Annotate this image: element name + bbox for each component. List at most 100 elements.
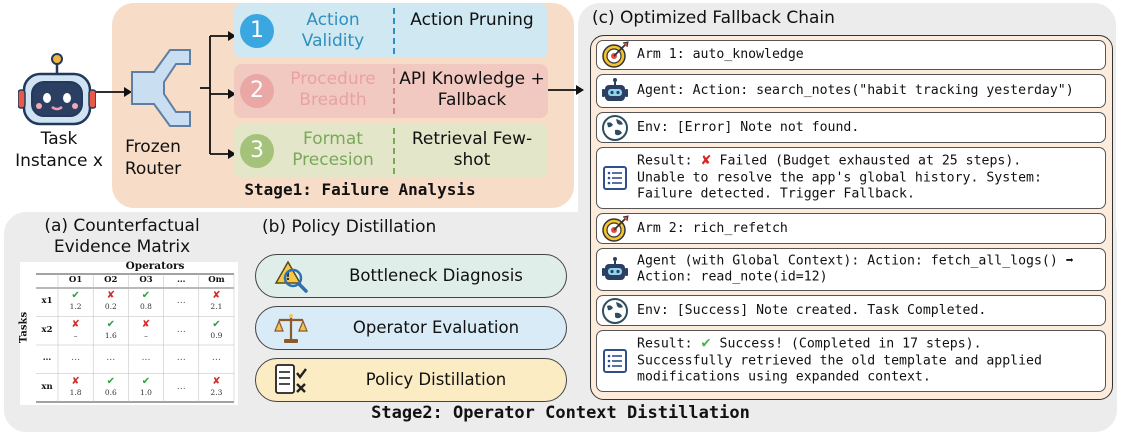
row-divider-1: [393, 8, 395, 54]
arrow-to-router: [96, 87, 132, 97]
cross-icon: ✘: [212, 375, 221, 387]
frozen-router-label: Frozen Router: [124, 137, 182, 179]
router-branch-arrows: [200, 31, 236, 159]
row-result-api-knowledge: API Knowledge + Fallback: [399, 69, 545, 110]
row-divider-2: [393, 68, 395, 114]
result-text: Failed (Budget exhausted at 25 steps). U…: [637, 153, 1042, 202]
step-result-failed: Result: ✘ Failed (Budget exhausted at 25…: [596, 147, 1106, 209]
matrix-cell-mark: …: [176, 381, 186, 392]
cross-icon: ✘: [212, 290, 221, 301]
robot-icon: [601, 256, 629, 284]
result-prefix: Result:: [637, 336, 701, 352]
matrix-row-header: x2: [41, 324, 53, 335]
pill-operator-evaluation: Operator Evaluation: [255, 306, 567, 350]
checklist-icon: [275, 364, 307, 394]
warning-magnifier-icon: !: [274, 260, 308, 293]
result-text: Success! (Completed in 17 steps). Succes…: [637, 336, 1042, 385]
matrix-cell-mark: …: [106, 353, 116, 364]
robot-icon: [601, 77, 629, 105]
step-text: Env: [Error] Note not found.: [637, 119, 860, 135]
document-icon: [601, 164, 629, 192]
step-arm-2: Arm 2: rich_refetch: [596, 213, 1106, 244]
row-result-action-pruning: Action Pruning: [410, 10, 534, 30]
fail-x-icon: ✘: [700, 153, 712, 169]
step-agent-action-2: Agent (with Global Context): Action: fet…: [596, 248, 1106, 291]
matrix-cell-value: 1.6: [104, 330, 117, 340]
step-text: Arm 2: rich_refetch: [637, 220, 788, 236]
matrix-cell-value: 1.0: [140, 387, 152, 397]
matrix-cell-mark: …: [176, 353, 186, 364]
matrix-cell-mark: …: [141, 353, 151, 364]
pill-label-bottleneck: Bottleneck Diagnosis: [349, 266, 523, 285]
row-action-validity: [234, 4, 548, 58]
cross-icon: ✘: [106, 290, 115, 301]
matrix-row-header: x1: [41, 296, 53, 307]
matrix-row-header: …: [42, 353, 52, 364]
row-divider-3: [393, 128, 395, 174]
panel-b-caption: (b) Policy Distillation: [262, 217, 437, 237]
matrix-cell-value: 0.9: [210, 330, 223, 340]
pill-label-operator-evaluation: Operator Evaluation: [352, 318, 520, 337]
target-arrow-icon: [601, 214, 629, 243]
balance-scale-icon: [274, 314, 308, 343]
matrix-cell-value: 2.3: [210, 387, 223, 397]
step-arm-1: Arm 1: auto_knowledge: [596, 40, 1106, 70]
pill-bottleneck-diagnosis: ! Bottleneck Diagnosis: [255, 254, 567, 298]
matrix-cell-mark: …: [211, 353, 221, 364]
row-result-retrieval: Retrieval Few-shot: [411, 129, 533, 170]
check-icon: ✔: [71, 290, 80, 301]
stage1-title: Stage1: Failure Analysis: [244, 180, 476, 199]
globe-icon: [601, 114, 629, 142]
success-check-icon: ✔: [700, 336, 712, 352]
matrix-column-header: O2: [104, 275, 118, 285]
globe-icon: [601, 297, 629, 325]
matrix-cell-value: 1.8: [69, 387, 82, 397]
matrix-grid: [36, 273, 235, 403]
matrix-cell-mark: …: [176, 296, 186, 307]
task-instance-label: Task Instance x: [15, 129, 103, 171]
step-env-error: Env: [Error] Note not found.: [596, 112, 1106, 143]
matrix-cell-value: –: [144, 330, 148, 340]
matrix-cell-value: 0.8: [140, 302, 152, 311]
step-text: Env: [Success] Note created. Task Comple…: [637, 302, 987, 318]
target-arrow-icon: [601, 41, 629, 69]
stage2-title: Stage2: Operator Context Distillation: [371, 403, 750, 423]
row-format-precision: [234, 124, 548, 178]
robot-mascot-icon: [18, 53, 96, 126]
row-label-format-precision: Format Precesion: [292, 129, 374, 170]
row-label-action-validity: Action Validity: [301, 10, 365, 51]
row-procedure-breadth: [234, 64, 548, 118]
document-icon: [601, 347, 629, 375]
matrix-cell-mark: …: [71, 353, 81, 364]
matrix-cell-value: 2.1: [210, 302, 223, 311]
cross-icon: ✘: [141, 318, 151, 330]
pill-label-policy-distillation: Policy Distillation: [365, 370, 507, 389]
step-text: Agent (with Global Context): Action: fet…: [637, 253, 1074, 285]
step-text: Agent: Action: search_notes("habit track…: [637, 82, 1074, 98]
check-icon: ✔: [106, 375, 115, 387]
matrix-cell-mark: …: [176, 324, 186, 335]
svg-text:!: !: [285, 269, 290, 283]
panel-a-caption: (a) Counterfactual Evidence Matrix: [44, 216, 200, 257]
check-icon: ✔: [141, 290, 151, 301]
step-agent-action-1: Agent: Action: search_notes("habit track…: [596, 74, 1106, 108]
matrix-title: Operators: [125, 260, 185, 272]
step-number-1: 1: [240, 14, 274, 48]
step-text: Result: ✔ Success! (Completed in 17 step…: [637, 336, 1099, 386]
matrix-column-header: O3: [139, 275, 153, 285]
router-icon: [131, 49, 191, 127]
matrix-column-header: O1: [68, 275, 83, 285]
step-number-2: 2: [240, 74, 274, 108]
step-result-success: Result: ✔ Success! (Completed in 17 step…: [596, 330, 1106, 392]
matrix-column-header: …: [176, 275, 186, 285]
arrow-to-fallback-chain: [548, 85, 584, 95]
row-label-procedure-breadth: Procedure Breadth: [290, 69, 376, 110]
step-text: Arm 1: auto_knowledge: [637, 46, 804, 62]
step-env-success: Env: [Success] Note created. Task Comple…: [596, 295, 1106, 326]
matrix-column-header: Om: [208, 275, 225, 285]
cross-icon: ✘: [71, 318, 80, 330]
matrix-cell-value: 0.6: [104, 387, 117, 397]
matrix-cell-value: 1.2: [69, 302, 82, 311]
step-text: Result: ✘ Failed (Budget exhausted at 25…: [637, 153, 1099, 203]
